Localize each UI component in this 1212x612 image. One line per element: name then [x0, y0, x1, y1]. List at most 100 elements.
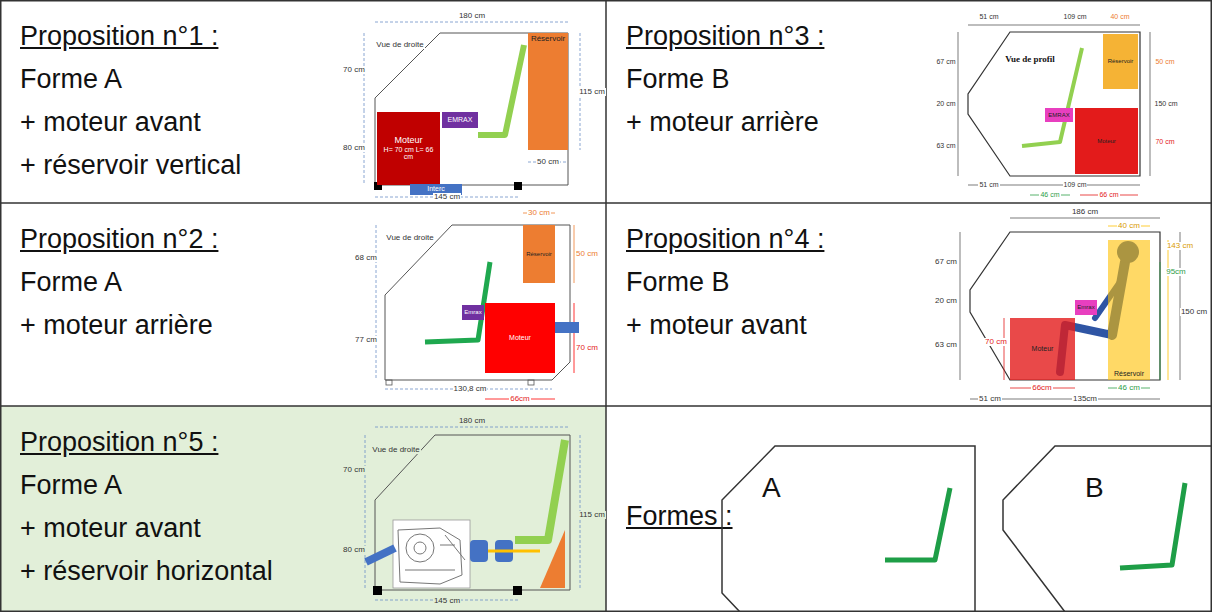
dimension-label: 180 cm	[458, 417, 486, 426]
proposition-cell: Proposition n°3 : Forme B + moteur arrière…	[606, 0, 1212, 203]
cell-heading: Formes :	[626, 500, 971, 532]
component-name: Réservoir	[1108, 58, 1134, 65]
component-name: Réservoir	[1114, 370, 1144, 378]
component-name: Emrax	[464, 309, 481, 316]
dimension-label: 145 cm	[433, 597, 461, 606]
cell-line: Forme B	[626, 63, 971, 95]
dimension-label: 186 cm	[1071, 208, 1099, 217]
cell-heading: Proposition n°2 :	[20, 223, 365, 255]
dimension-label: 46 cm	[1039, 191, 1060, 199]
proposition-cell: Proposition n°2 : Forme A + moteur arrière…	[0, 203, 606, 406]
component-name: Emrax	[1077, 304, 1094, 311]
shape-outline	[720, 445, 985, 612]
view-title: Vue de profil	[1004, 55, 1056, 65]
component-name: EMRAX	[1048, 112, 1069, 119]
component-name: Moteur	[509, 334, 531, 342]
dimension-label: 51 cm	[978, 181, 999, 189]
component-name: Moteur	[1032, 345, 1054, 353]
dimension-label: 20 cm	[935, 100, 956, 108]
dimension-label: Vue de droite	[385, 234, 434, 243]
dimension-label: 51 cm	[978, 13, 999, 21]
proposition-cell: Proposition n°1 :Forme A+ moteur avant+ …	[0, 0, 606, 203]
dimension-label: 115 cm	[578, 88, 606, 97]
dimension-label: 66 cm	[1098, 191, 1119, 199]
dimension-label: 109 cm	[1063, 181, 1088, 189]
dimension-label: 150 cm	[1180, 308, 1208, 317]
dimension-label: 46 cm	[1117, 384, 1141, 393]
cell-heading: Proposition n°4 :	[626, 223, 971, 255]
shape-letter: B	[1085, 471, 1104, 505]
dimension-label: 70 cm	[342, 66, 366, 75]
dimension-label: 150 cm	[1154, 100, 1179, 108]
dimension-label: 80 cm	[342, 144, 366, 153]
dimension-label: 115 cm	[578, 511, 606, 520]
component-name: EMRAX	[448, 116, 473, 124]
cell-line: + moteur arrière	[626, 106, 971, 138]
dimension-label: 70 cm	[342, 466, 366, 475]
component-box: Emrax	[462, 305, 484, 320]
dimension-label: 77 cm	[354, 336, 378, 345]
dimension-label: 80 cm	[342, 546, 366, 555]
dimension-label: 20 cm	[934, 297, 958, 306]
cell-line: Forme A	[20, 266, 365, 298]
component-box: Interc	[410, 184, 462, 195]
cell-line: + réservoir horizontal	[20, 555, 365, 587]
dimension-label: 51 cm	[978, 395, 1002, 404]
component-name: Réservoir	[526, 251, 552, 258]
cell-line: Forme A	[20, 63, 365, 95]
dimension-label: 30 cm	[527, 209, 551, 218]
cell-heading: Proposition n°1 :	[20, 20, 365, 52]
dimension-label: Vue de droite	[371, 446, 420, 455]
component-box: Moteur	[1075, 108, 1138, 174]
dimension-label: 135cm	[1072, 395, 1098, 404]
component-name: Moteur	[394, 136, 422, 146]
component-box: EMRAX	[442, 112, 478, 128]
cell-heading: Proposition n°3 :	[626, 20, 971, 52]
dimension-label: 70 cm	[1154, 138, 1175, 146]
dimension-label: 40 cm	[1109, 13, 1130, 21]
dimension-label: 63 cm	[935, 142, 956, 150]
cell-line: + moteur avant	[20, 512, 365, 544]
component-box: Moteur	[485, 303, 555, 373]
shape-letter: A	[762, 471, 781, 505]
cell-heading: Proposition n°5 :	[20, 426, 365, 458]
dimension-label: 109 cm	[1063, 13, 1088, 21]
dimension-label: 130,8 cm	[453, 385, 488, 394]
cell-line: + moteur arrière	[20, 309, 365, 341]
component-box: Moteur	[1010, 318, 1075, 380]
component-box: Réservoir	[528, 33, 568, 150]
dimension-label: 66cm	[509, 395, 531, 404]
dimension-label: 67 cm	[935, 58, 956, 66]
dimension-label: 95cm	[1165, 268, 1187, 277]
proposition-cell: Proposition n°5 : Forme A + moteur avant + …	[0, 406, 606, 612]
component-box: EMRAX	[1045, 108, 1073, 122]
component-name: Interc	[427, 185, 445, 193]
component-box: Réservoir	[523, 225, 555, 283]
proposition-cell: Formes :A B	[606, 406, 1212, 612]
dimension-label: 180 cm	[458, 12, 486, 21]
dimension-label: 70 cm	[575, 344, 599, 353]
dimension-label: 50 cm	[536, 158, 560, 167]
dimension-label: 50 cm	[575, 250, 599, 259]
component-box: Réservoir	[1103, 34, 1138, 89]
cell-line: + moteur avant	[626, 309, 971, 341]
component-box: Emrax	[1075, 300, 1097, 315]
dimension-label: Vue de droite	[375, 41, 424, 50]
dimension-label: 40 cm	[1117, 222, 1141, 231]
shape-outline: B	[1000, 445, 1211, 612]
dimension-label: 143 cm	[1166, 242, 1194, 251]
cell-line: Forme A	[20, 469, 365, 501]
dimension-label: 50 cm	[1154, 58, 1175, 66]
component-box: MoteurH= 70 cm L= 66 cm	[377, 112, 440, 185]
cell-line: + réservoir vertical	[20, 149, 365, 181]
dimension-label: 63 cm	[934, 341, 958, 350]
component-name: Réservoir	[531, 35, 565, 44]
dimension-label: 68 cm	[354, 254, 378, 263]
dimension-label: 67 cm	[934, 258, 958, 267]
shape-outline: A	[720, 445, 985, 612]
proposition-cell: Proposition n°4 : Forme B + moteur avantRé…	[606, 203, 1212, 406]
shape-outline	[1000, 445, 1211, 612]
component-name: H= 70 cm L= 66 cm	[378, 146, 439, 161]
component-name: Moteur	[1097, 138, 1116, 145]
cell-line: Forme B	[626, 266, 971, 298]
